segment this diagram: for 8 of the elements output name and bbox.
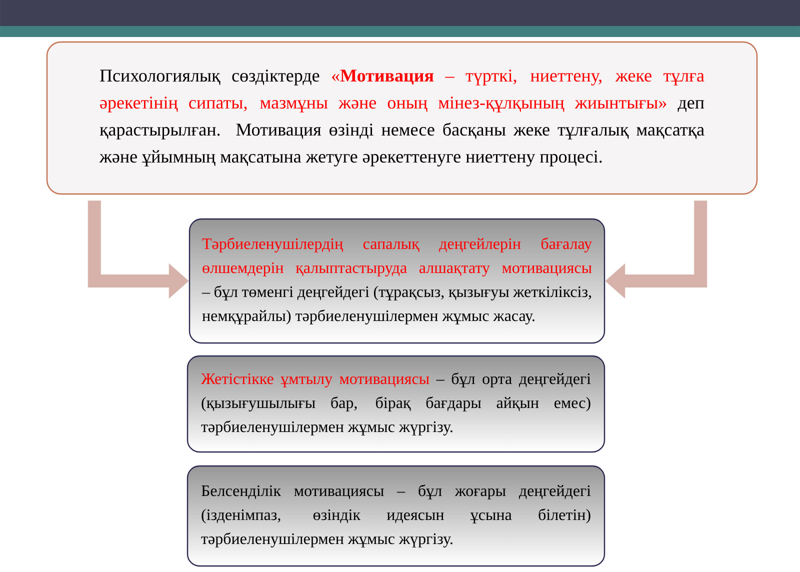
motivation-box bbox=[188, 218, 606, 344]
definition-box bbox=[46, 41, 758, 195]
motivation-box bbox=[186, 355, 606, 453]
paragraph: Жетістікке ұмтылу мотивациясы – бұл орта деңгейдегі (қызығушылығы бар, бірақ бағдары айқын емес) тәрбиеленушілермен жұмыс жүргізу. bbox=[201, 372, 591, 436]
paragraph: Тәрбиеленушілердің сапалық деңгейлерін бағалау өлшемдерін қалыптастыруда алшақтату мотивациясы – бұл төменгі деңгейдегі (тұрақсыз, қызығуы жеткіліксіз, немқұрайлы) тәрбиеленушілермен жұмыс жасау. bbox=[202, 238, 592, 324]
paragraph: Психологиялық сөздіктерде «Мотивация – түрткі, ниеттену, жеке тұлға әрекетінің сипаты, мазмұны және оның мінез-құлқының жиынтығы» деп қарастырылған. Мотивация өзінді немесе басқаны жеке тұлғалық мақсатқа және ұйымның мақсатына жетуге әрекеттенуге ниеттену процесі. bbox=[99, 70, 704, 166]
paragraph: Белсенділік мотивациясы – бұл жоғары деңгейдегі (ізденімпаз, өзіндік идеясын ұсына білетін) тәрбиеленушілермен жұмыс жүргізу. bbox=[201, 484, 591, 548]
motivation-box bbox=[186, 465, 606, 567]
